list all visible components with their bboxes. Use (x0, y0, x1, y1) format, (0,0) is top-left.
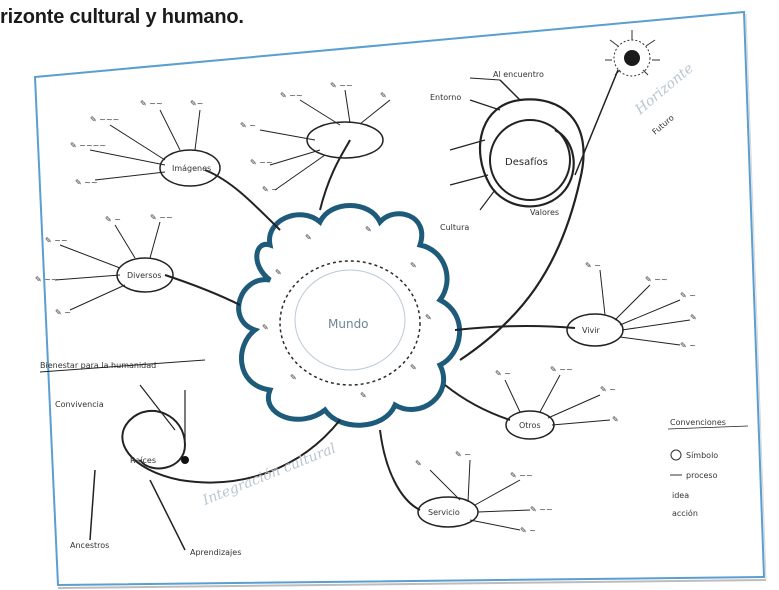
node-otros: Otros (519, 421, 541, 430)
svg-text:✎ ~~: ✎ ~~ (140, 99, 163, 108)
svg-text:✎ ~~~: ✎ ~~~ (90, 115, 119, 124)
svg-text:✎: ✎ (290, 373, 297, 382)
legend-item-4: acción (672, 508, 698, 518)
svg-text:✎ ~~~~: ✎ ~~~~ (70, 141, 106, 150)
svg-text:✎ ~: ✎ ~ (585, 261, 601, 270)
svg-text:✎ ~~: ✎ ~~ (45, 236, 68, 245)
svg-text:✎ ~: ✎ ~ (55, 308, 71, 317)
node-servicio: Servicio (428, 508, 460, 517)
svg-text:✎: ✎ (380, 91, 387, 100)
svg-text:✎ ~~: ✎ ~~ (280, 91, 303, 100)
svg-text:✎ ~: ✎ ~ (520, 526, 536, 535)
svg-text:✎ ~~: ✎ ~~ (75, 178, 98, 187)
svg-text:✎ ~: ✎ ~ (495, 369, 511, 378)
label-aprendizajes: Aprendizajes (190, 548, 241, 557)
label-al-encuentro: Al encuentro (493, 70, 544, 79)
legend-title: Convenciones (670, 418, 726, 427)
svg-text:✎: ✎ (305, 233, 312, 242)
label-valores: Valores (530, 208, 559, 217)
svg-text:✎ ~~: ✎ ~~ (250, 158, 273, 167)
label-cultura: Cultura (440, 223, 469, 232)
node-diversos: Diversos (127, 271, 162, 280)
svg-text:✎ ~: ✎ ~ (600, 385, 616, 394)
node-vivir: Vivir (582, 326, 600, 335)
svg-text:✎ ~~: ✎ ~~ (330, 81, 353, 90)
node-desafios: Desafíos (505, 156, 548, 168)
svg-text:✎: ✎ (690, 313, 697, 322)
label-convivencia: Convivencia (55, 400, 104, 409)
svg-text:✎ ~: ✎ ~ (240, 121, 256, 130)
label-ancestros: Ancestros (70, 541, 109, 550)
svg-text:✎: ✎ (360, 391, 367, 400)
svg-text:✎ ~: ✎ ~ (455, 450, 471, 459)
svg-text:✎ ~~: ✎ ~~ (530, 505, 553, 514)
svg-text:✎ ~~: ✎ ~~ (645, 275, 668, 284)
node-raices: Raíces (130, 456, 156, 465)
legend-item-1: Símbolo (686, 451, 718, 460)
svg-text:✎: ✎ (612, 415, 619, 424)
svg-text:✎~: ✎~ (190, 99, 203, 108)
svg-text:✎ ~~: ✎ ~~ (35, 275, 58, 284)
label-bienestar: Bienestar para la humanidad (40, 361, 156, 370)
svg-text:✎: ✎ (415, 459, 422, 468)
svg-text:✎: ✎ (425, 313, 432, 322)
svg-text:✎ ~: ✎ ~ (105, 215, 121, 224)
svg-text:✎ ~~: ✎ ~~ (510, 471, 533, 480)
svg-text:✎ ~: ✎ ~ (680, 291, 696, 300)
legend-item-2: proceso (686, 471, 718, 480)
svg-text:✎ ~: ✎ ~ (680, 341, 696, 350)
svg-text:✎ ~~: ✎ ~~ (550, 365, 573, 374)
svg-text:✎ ~: ✎ ~ (262, 185, 278, 194)
svg-text:✎ ~~: ✎ ~~ (150, 213, 173, 222)
center-node-label: Mundo (328, 317, 369, 331)
node-imagenes: Imágenes (172, 164, 211, 173)
legend-item-3: idea (672, 491, 689, 500)
svg-text:✎: ✎ (262, 323, 269, 332)
svg-text:✎: ✎ (410, 261, 417, 270)
svg-text:✎: ✎ (410, 363, 417, 372)
svg-text:✎: ✎ (365, 225, 372, 234)
label-entorno: Entorno (430, 93, 461, 102)
svg-text:✎: ✎ (275, 268, 282, 277)
